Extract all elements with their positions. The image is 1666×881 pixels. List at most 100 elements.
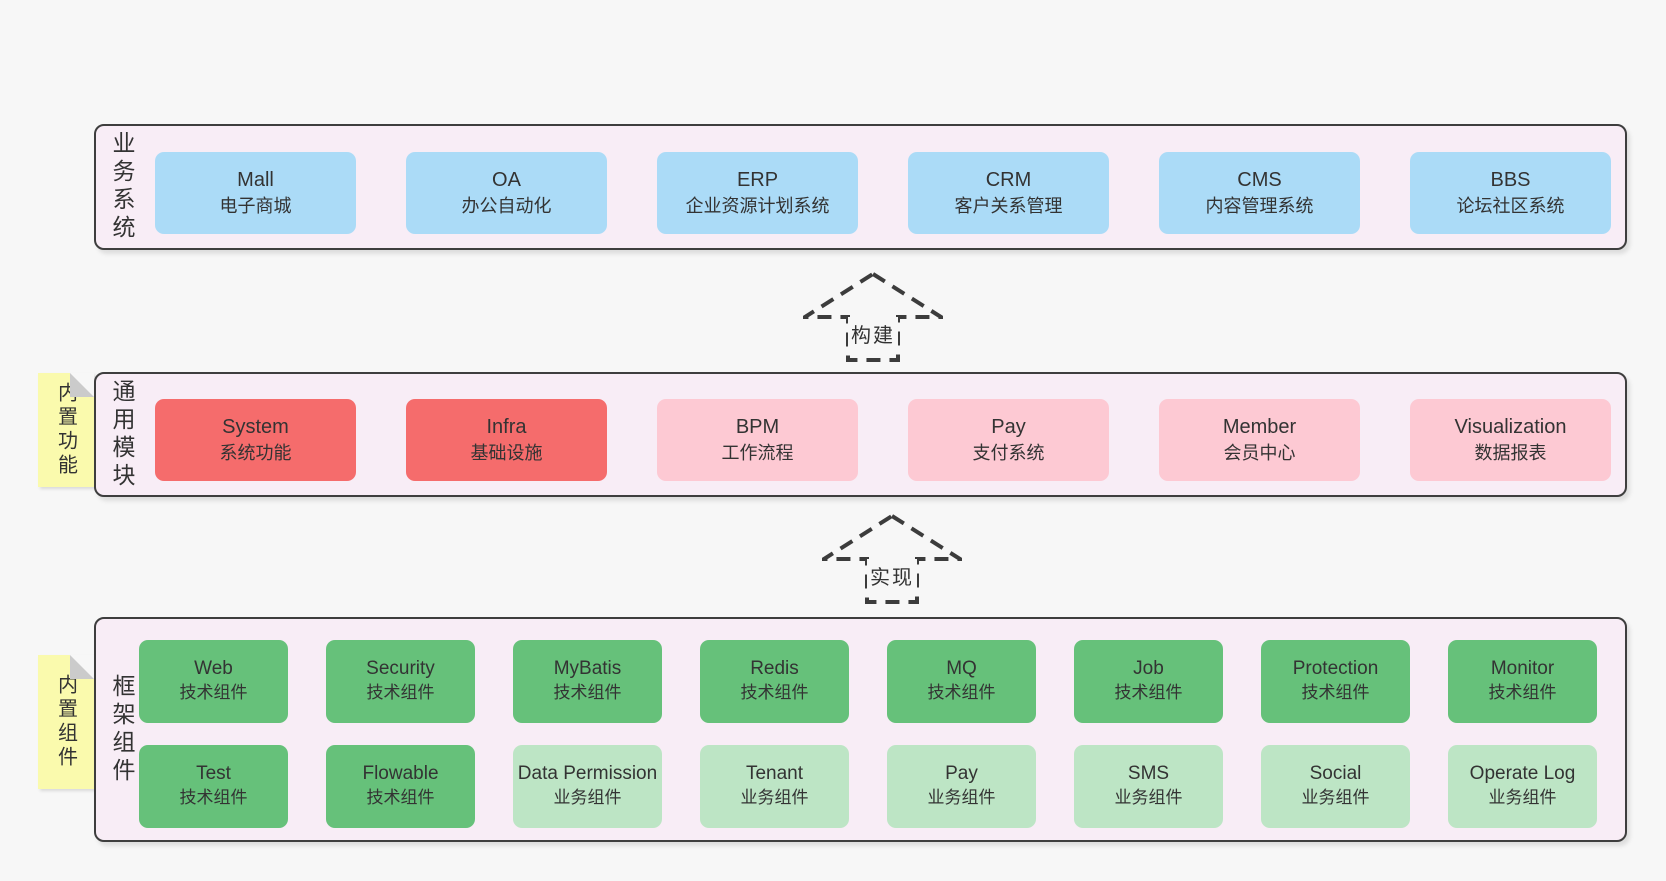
box-name: Security xyxy=(366,658,435,680)
box-infra: Infra 基础设施 xyxy=(406,399,607,481)
arrow-label: 实现 xyxy=(867,559,917,592)
box-desc: 工作流程 xyxy=(721,443,794,464)
box-name: Operate Log xyxy=(1469,763,1576,785)
box-name: BPM xyxy=(735,416,780,439)
box-name: Monitor xyxy=(1490,658,1555,680)
box-desc: 基础设施 xyxy=(470,443,543,464)
box-visualization: Visualization 数据报表 xyxy=(1410,399,1611,481)
box-cms: CMS 内容管理系统 xyxy=(1159,152,1360,234)
box-desc: 业务组件 xyxy=(1488,788,1557,808)
box-desc: 办公自动化 xyxy=(461,196,552,217)
box-desc: 技术组件 xyxy=(740,683,809,703)
box-desc: 系统功能 xyxy=(219,443,292,464)
box-name: Flowable xyxy=(362,763,439,785)
box-name: Pay xyxy=(945,763,978,785)
box-name: Social xyxy=(1309,763,1362,785)
box-mybatis: MyBatis 技术组件 xyxy=(513,640,662,723)
box-system: System 系统功能 xyxy=(155,399,356,481)
box-name: SMS xyxy=(1127,763,1170,785)
box-desc: 业务组件 xyxy=(927,788,996,808)
sticky-note-built-in-features: 内置功能 xyxy=(38,373,94,487)
box-redis: Redis 技术组件 xyxy=(700,640,849,723)
box-desc: 业务组件 xyxy=(553,788,622,808)
box-name: Member xyxy=(1222,416,1297,439)
layer-side-label: 业务系统 xyxy=(109,131,135,243)
layer-business-systems: 业务系统 Mall 电子商城 OA 办公自动化 ERP 企业资源计划系统 CRM 客户关系管理… xyxy=(94,124,1627,250)
box-desc: 技术组件 xyxy=(366,683,435,703)
box-name: Job xyxy=(1133,658,1164,680)
box-desc: 技术组件 xyxy=(927,683,996,703)
box-name: CMS xyxy=(1237,169,1282,192)
box-job: Job 技术组件 xyxy=(1074,640,1223,723)
box-name: Tenant xyxy=(745,763,804,785)
box-desc: 会员中心 xyxy=(1223,443,1296,464)
box-name: Pay xyxy=(991,416,1026,439)
box-desc: 业务组件 xyxy=(1301,788,1370,808)
box-name: OA xyxy=(492,169,521,192)
box-name: BBS xyxy=(1490,169,1531,192)
box-desc: 技术组件 xyxy=(179,683,248,703)
box-pay: Pay 支付系统 xyxy=(908,399,1109,481)
box-name: Visualization xyxy=(1454,416,1567,439)
dashed-up-arrow-icon xyxy=(822,513,962,604)
arrow-build: 构建 xyxy=(803,271,943,363)
sticky-note-label: 内置功能 xyxy=(54,382,77,478)
box-desc: 技术组件 xyxy=(179,788,248,808)
box-tenant: Tenant 业务组件 xyxy=(700,745,849,828)
box-bpm: BPM 工作流程 xyxy=(657,399,858,481)
box-name: Web xyxy=(194,658,233,680)
box-mq: MQ 技术组件 xyxy=(887,640,1036,723)
box-desc: 业务组件 xyxy=(740,788,809,808)
box-data-permission: Data Permission 业务组件 xyxy=(513,745,662,828)
layer-side-label: 框架组件 xyxy=(109,673,135,786)
box-name: Infra xyxy=(486,416,527,439)
arrow-label: 构建 xyxy=(848,317,898,350)
box-pay: Pay 业务组件 xyxy=(887,745,1036,828)
box-row: System 系统功能 Infra 基础设施 BPM 工作流程 Pay 支付系统 Member 会… xyxy=(96,399,1611,481)
box-operate-log: Operate Log 业务组件 xyxy=(1448,745,1597,828)
box-web: Web 技术组件 xyxy=(139,640,288,723)
box-name: MyBatis xyxy=(553,658,622,680)
box-mall: Mall 电子商城 xyxy=(155,152,356,234)
box-desc: 技术组件 xyxy=(1114,683,1183,703)
box-name: Mall xyxy=(237,169,274,192)
box-name: CRM xyxy=(985,169,1032,192)
box-desc: 电子商城 xyxy=(219,196,292,217)
box-member: Member 会员中心 xyxy=(1159,399,1360,481)
box-desc: 数据报表 xyxy=(1474,443,1547,464)
box-social: Social 业务组件 xyxy=(1261,745,1410,828)
box-name: Redis xyxy=(750,658,799,680)
box-crm: CRM 客户关系管理 xyxy=(908,152,1109,234)
box-name: ERP xyxy=(736,169,779,192)
box-desc: 技术组件 xyxy=(1301,683,1370,703)
box-flowable: Flowable 技术组件 xyxy=(326,745,475,828)
box-desc: 论坛社区系统 xyxy=(1456,196,1565,217)
box-name: MQ xyxy=(946,658,977,680)
box-row: Mall 电子商城 OA 办公自动化 ERP 企业资源计划系统 CRM 客户关系管理 CMS 内容… xyxy=(96,152,1611,234)
box-desc: 技术组件 xyxy=(366,788,435,808)
box-name: Data Permission xyxy=(517,763,658,785)
layer-common-modules: 通用模块 System 系统功能 Infra 基础设施 BPM 工作流程 Pay 支付系统 Me… xyxy=(94,372,1627,497)
sticky-note-built-in-components: 内置组件 xyxy=(38,655,94,789)
box-oa: OA 办公自动化 xyxy=(406,152,607,234)
box-name: System xyxy=(222,416,289,439)
box-desc: 企业资源计划系统 xyxy=(685,196,830,217)
box-desc: 内容管理系统 xyxy=(1205,196,1314,217)
arrow-implement: 实现 xyxy=(822,513,962,605)
box-desc: 客户关系管理 xyxy=(954,196,1063,217)
box-monitor: Monitor 技术组件 xyxy=(1448,640,1597,723)
box-name: Test xyxy=(196,763,231,785)
box-desc: 支付系统 xyxy=(972,443,1045,464)
box-desc: 技术组件 xyxy=(553,683,622,703)
box-desc: 技术组件 xyxy=(1488,683,1557,703)
box-security: Security 技术组件 xyxy=(326,640,475,723)
box-test: Test 技术组件 xyxy=(139,745,288,828)
layer-side-label: 通用模块 xyxy=(109,378,135,491)
dashed-up-arrow-icon xyxy=(803,271,943,362)
